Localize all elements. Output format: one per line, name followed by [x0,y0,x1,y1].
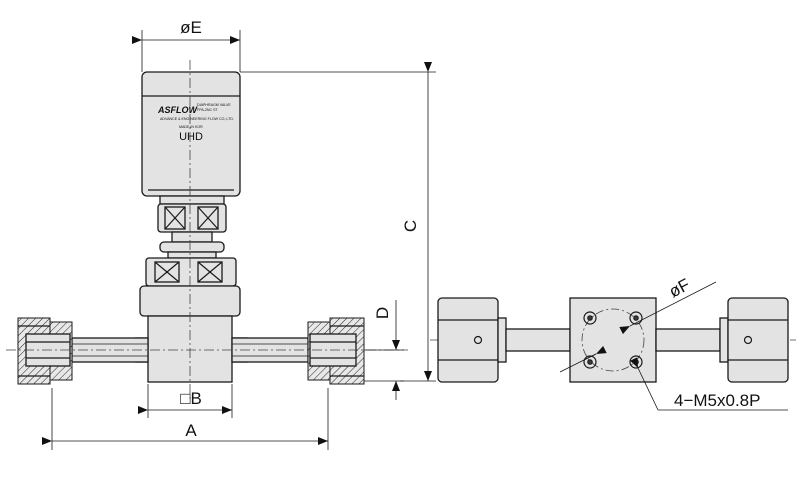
valve-body-block [135,315,248,383]
thread-callout-label: 4−M5x0.8P [674,391,760,410]
dimension-c: C [240,62,436,382]
dimension-a: A [42,388,329,450]
dimension-e: øE [132,18,241,72]
dimension-c-label: C [401,220,420,232]
dimension-d-label: D [373,307,392,319]
side-right-nut [719,297,789,383]
actuator-housing [141,71,241,197]
left-fitting [17,317,73,385]
nameplate: ASFLOW DIAPHRAGM VALVE FPA-2NC ST ADVANC… [157,103,234,143]
side-center-block [569,297,657,383]
dimension-b-label: □B [180,389,202,408]
thread-callout: 4−M5x0.8P [630,357,788,411]
dimension-e-label: øE [180,18,202,37]
nameplate-line3: ADVANCE & ENGINEERING FLOW CO.,LTD. [160,117,234,121]
dimension-a-label: A [185,421,197,440]
dimension-b: □B [138,384,233,418]
dimension-f-label: øF [666,275,693,302]
right-fitting [307,317,365,385]
model-label: UHD [179,131,203,143]
nameplate-line2: FPA-2NC ST [197,108,219,112]
side-right-tube [655,328,721,352]
nameplate-line4: MADE IN KOR [179,125,203,129]
nameplate-line1: DIAPHRAGM VALVE [197,103,231,107]
side-left-nut [437,297,507,383]
nameplate-logo: ASFLOW [157,105,198,115]
side-left-tube [505,328,571,352]
upper-neck [157,195,227,259]
dimension-d: D [364,300,404,400]
